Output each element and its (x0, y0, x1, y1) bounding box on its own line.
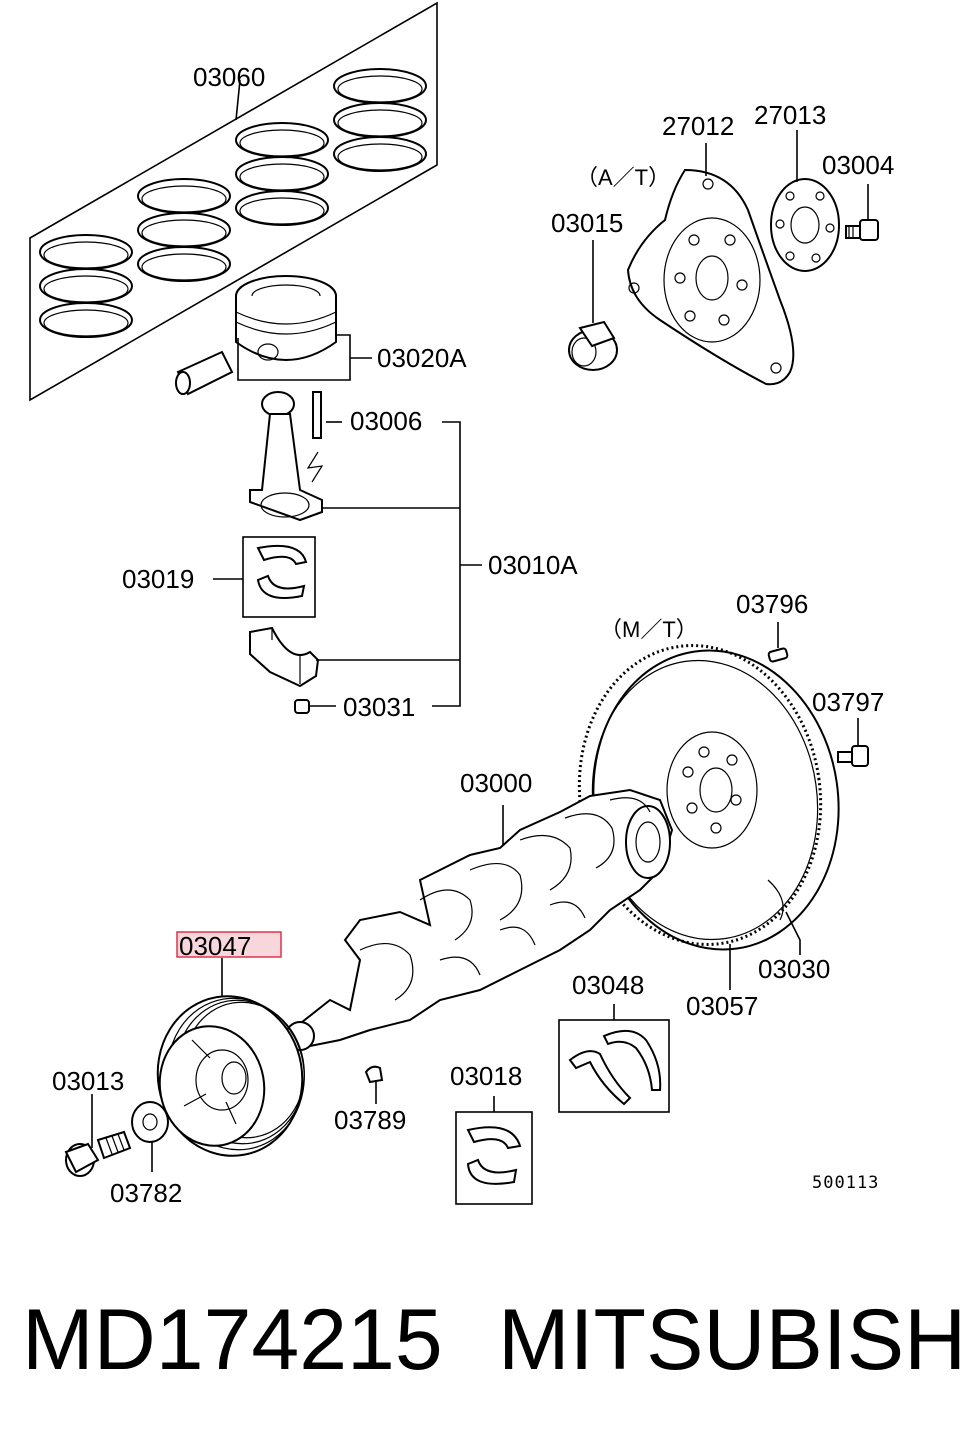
rod-nut (294, 699, 310, 714)
damper-pulley[interactable] (145, 985, 316, 1168)
callout-03004: 03004 (822, 150, 894, 180)
part-number: MD174215 (22, 1292, 443, 1388)
callout-03796: 03796 (736, 589, 808, 619)
callout-27013: 27013 (754, 100, 826, 130)
piston (235, 275, 337, 361)
drive-plate-bolt (845, 219, 879, 241)
highlight-box (176, 931, 282, 958)
ring-set-1 (39, 234, 133, 338)
callout-03030: 03030 (758, 954, 830, 984)
woodruff-key (364, 1065, 384, 1084)
callout-27012: 27012 (662, 111, 734, 141)
callout-03010a: 03010A (488, 550, 578, 580)
callout-03015: 03015 (551, 208, 623, 238)
label-mt: （M／T） (600, 617, 698, 642)
rod-cap (249, 626, 320, 688)
callout-03047[interactable]: 03047 (179, 931, 251, 961)
callout-03797: 03797 (812, 687, 884, 717)
callout-03018: 03018 (450, 1061, 522, 1091)
adapter-plate (770, 178, 840, 272)
connecting-rod (249, 391, 324, 522)
thrust-bearing-box (558, 1019, 670, 1113)
callout-03019: 03019 (122, 564, 194, 594)
callout-03057: 03057 (686, 991, 758, 1021)
drive-plate (626, 168, 795, 386)
exploded-parts-diagram: 03060 03020A 03006 03010A 03019 (29, 1, 894, 1208)
callout-03060: 03060 (193, 62, 265, 92)
callout-03048: 03048 (572, 970, 644, 1000)
pilot-bushing (568, 320, 618, 371)
ring-set-2 (137, 178, 231, 282)
pulley-washer (131, 1101, 169, 1143)
brand-name: MITSUBISHI (498, 1292, 960, 1388)
callout-03031: 03031 (343, 692, 415, 722)
flywheel-bolt (837, 745, 869, 767)
crankshaft (285, 788, 674, 1051)
crank-pulley-bolt (64, 1130, 132, 1177)
piston-pin (175, 350, 234, 396)
callout-03789: 03789 (334, 1105, 406, 1135)
dowel-pin (767, 647, 789, 663)
callout-03006: 03006 (350, 406, 422, 436)
label-at: （A／T） (576, 165, 670, 190)
ring-set-3 (235, 122, 329, 226)
main-bearing-box (455, 1111, 533, 1205)
diagram-code: 500113 (812, 1173, 879, 1193)
ring-set-4 (333, 68, 427, 172)
rod-bearing-box (242, 536, 316, 618)
callout-03013: 03013 (52, 1066, 124, 1096)
callout-03020a: 03020A (377, 343, 467, 373)
piston-rings-panel: 03060 (29, 1, 438, 402)
callout-03782: 03782 (110, 1178, 182, 1208)
callout-03000: 03000 (460, 768, 532, 798)
